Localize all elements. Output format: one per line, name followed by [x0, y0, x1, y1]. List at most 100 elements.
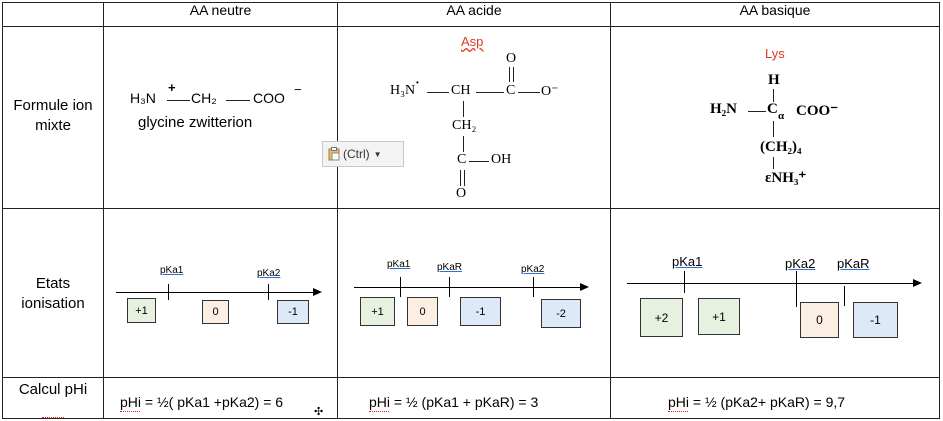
asp-ch: CH — [451, 83, 471, 98]
asp-h3n: H₃N — [390, 83, 416, 98]
chevron-down-icon: ▼ — [373, 149, 382, 159]
glycine-bond-1 — [167, 100, 190, 101]
spellcheck-squiggle-basic — [668, 407, 688, 412]
lys-name: Lys — [765, 46, 785, 61]
acid-tick-pka1 — [400, 277, 401, 297]
paste-options-button[interactable]: (Ctrl) ▼ — [322, 141, 404, 167]
row-label-calc: Calcul pHi — [18, 381, 88, 398]
asp-oh: OH — [491, 152, 512, 167]
asp-bond-c-o — [518, 92, 540, 93]
basic-charge-box-minus1: -1 — [853, 302, 898, 338]
lys-h2n: H₂N — [710, 101, 737, 117]
acid-phi-calc: pHi = ½ (pKa1 + pKaR) = 3 — [369, 394, 539, 410]
glycine-name: glycine zwitterion — [138, 114, 253, 131]
basic-pkar-label: pKaR — [837, 256, 870, 271]
neutral-tick-pka2 — [268, 284, 269, 300]
asp-double-bond-bottom-a — [460, 170, 461, 186]
acid-charge-box-plus1: +1 — [360, 297, 395, 326]
acid-charge-box-zero: 0 — [407, 297, 438, 326]
acid-tick-pkar — [449, 277, 450, 297]
glycine-ch2: CH₂ — [191, 90, 217, 106]
acid-pka1-label: pKa1 — [387, 259, 411, 270]
neutral-pka1-label: pKa1 — [160, 265, 184, 276]
asp-o-minus: O⁻ — [541, 84, 559, 99]
basic-ph-axis — [627, 283, 914, 284]
asp-o-bottom: O — [456, 186, 467, 201]
acid-charge-box-minus2: -2 — [541, 299, 581, 328]
table-divider-1 — [103, 2, 104, 419]
neutral-tick-pka1 — [168, 284, 169, 300]
basic-charge-box-plus2: +2 — [640, 298, 683, 337]
basic-charge-box-plus1: +1 — [698, 298, 740, 335]
asp-c1: C — [506, 83, 516, 98]
lys-bond-c-chain — [773, 121, 774, 137]
acid-tick-pka2 — [533, 277, 534, 297]
basic-tick-pka1 — [684, 271, 685, 293]
neutral-charge-box-minus1: -1 — [277, 300, 309, 324]
neutral-phi-calc: pHi = ½( pKa1 +pKa2) = 6 — [120, 394, 284, 410]
asp-double-bond-top-b — [513, 67, 514, 82]
clipboard-icon — [328, 147, 340, 161]
basic-tick-pka2 — [796, 271, 797, 307]
lys-coo: COO⁻ — [796, 103, 839, 119]
lys-h: H — [768, 72, 780, 88]
table-border-bottom — [2, 418, 940, 419]
lys-c-alpha: C — [767, 101, 778, 117]
lys-bond-n-c — [748, 111, 766, 112]
asp-bond-ch-ch2 — [463, 101, 464, 117]
asp-ch2: CH₂ — [452, 118, 477, 133]
asp-bond-ch-c — [476, 92, 504, 93]
header-acid: AA acide — [446, 2, 502, 18]
basic-axis-arrow — [913, 279, 922, 287]
asp-o-top: O — [506, 51, 517, 66]
neutral-ph-axis — [116, 292, 314, 293]
spellcheck-squiggle-neutral — [120, 407, 140, 412]
table-border-right — [939, 2, 940, 419]
row-label-formula: Formule ion mixte — [13, 97, 93, 134]
asp-name: Asp — [461, 34, 484, 49]
formula-row-divider — [2, 208, 940, 209]
spellcheck-squiggle-rowlabel — [42, 413, 64, 418]
lys-ch2n: (CH₂)₄ — [760, 139, 802, 155]
glycine-minus: − — [294, 82, 302, 97]
basic-pka1-label: pKa1 — [672, 254, 703, 269]
asp-bond-c-oh — [469, 161, 489, 162]
header-neutral: AA neutre — [189, 2, 252, 18]
asp-bond-n-ch — [427, 92, 449, 93]
glycine-bond-2 — [226, 100, 250, 101]
header-row-divider — [2, 26, 940, 27]
table-border-top — [2, 2, 940, 3]
asp-double-bond-bottom-b — [464, 170, 465, 186]
basic-phi-calc: pHi = ½ (pKa2+ pKaR) = 9,7 — [668, 394, 846, 410]
neutral-pka2-label: pKa2 — [257, 268, 281, 279]
acid-pka2-label: pKa2 — [521, 264, 545, 275]
asp-double-bond-top-a — [509, 67, 510, 82]
glycine-formula: H₃N — [130, 90, 156, 106]
acid-pkar-label: pKaR — [437, 262, 463, 273]
neutral-charge-box-plus1: +1 — [127, 298, 156, 323]
paste-options-label: (Ctrl) — [343, 147, 370, 161]
acid-charge-box-minus1: -1 — [460, 297, 501, 326]
table-divider-3 — [610, 2, 611, 419]
lys-bond-h-c — [773, 89, 774, 102]
glycine-coo: COO — [253, 90, 285, 106]
basic-tick-pkar — [844, 286, 845, 306]
asp-bond-ch2-c — [463, 136, 464, 152]
basic-pka2-label: pKa2 — [785, 256, 816, 271]
glycine-plus: + — [168, 80, 176, 95]
table-border-left — [2, 2, 3, 419]
table-divider-2 — [337, 2, 338, 419]
lys-alpha: α — [778, 110, 785, 122]
glycine-h3n: H₃N — [130, 90, 156, 106]
header-basic: AA basique — [739, 2, 811, 18]
basic-charge-box-zero: 0 — [800, 302, 839, 338]
asp-plus: • — [416, 78, 419, 87]
move-cursor-icon: ✣ — [314, 406, 324, 418]
lys-enh3: εNH₃⁺ — [765, 170, 807, 186]
lys-bond-chain-nh3 — [773, 157, 774, 169]
row-label-states: Etats ionisation — [21, 275, 85, 312]
neutral-charge-box-zero: 0 — [202, 300, 229, 324]
acid-axis-arrow — [580, 283, 589, 291]
neutral-axis-arrow — [313, 288, 322, 296]
